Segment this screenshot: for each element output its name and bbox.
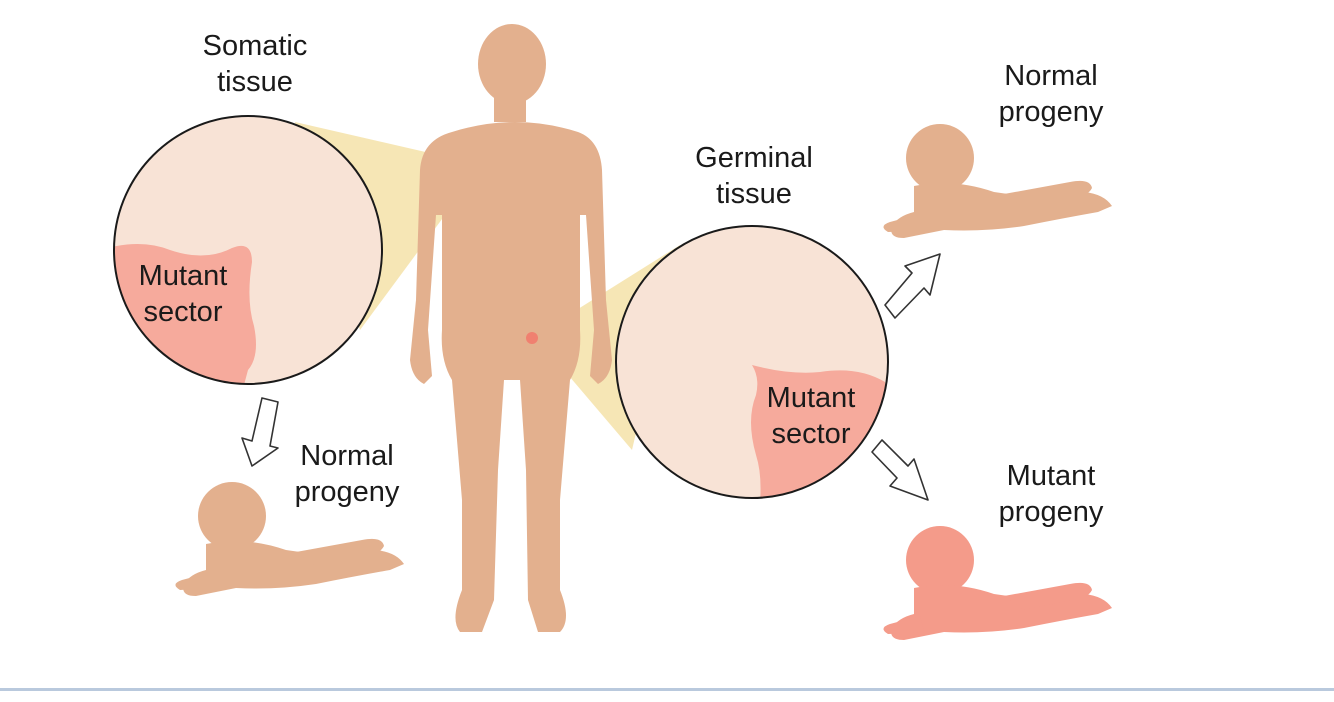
bottom-divider (0, 688, 1334, 691)
germinal-tissue-circle (615, 225, 889, 499)
mutant-progeny-baby (883, 526, 1112, 640)
somatic-to-progeny-arrow (241, 397, 279, 467)
normal-progeny-baby (883, 124, 1112, 238)
human-figure (410, 24, 612, 632)
germinal-to-normal-arrow (884, 253, 941, 319)
mutation-spot (526, 332, 538, 344)
somatic-normal-progeny-baby (175, 482, 404, 596)
germinal-to-mutant-arrow (871, 439, 929, 501)
